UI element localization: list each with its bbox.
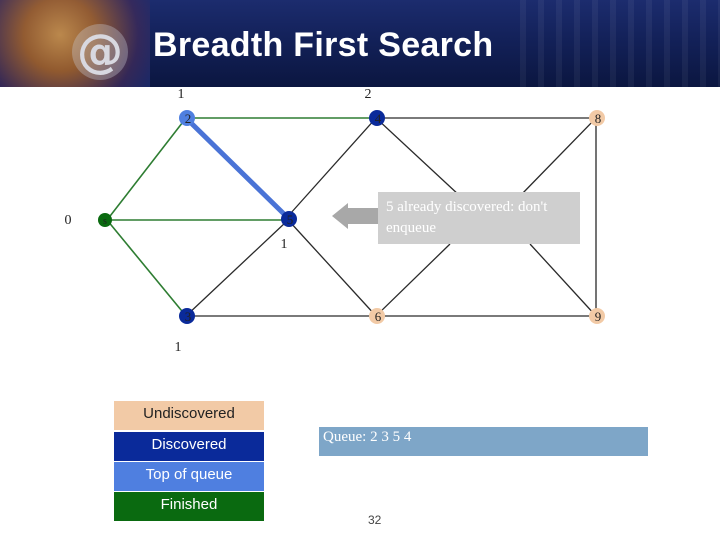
node-4: [369, 110, 385, 126]
distance-labels: 0 1 2 1 1: [65, 87, 372, 355]
node-3-label: 3: [185, 309, 192, 324]
page-number: 32: [368, 513, 382, 527]
legend-discovered: Discovered: [114, 432, 264, 461]
node-2-label: 2: [185, 111, 192, 126]
edge-s-2: [106, 117, 187, 221]
header-photo: [0, 0, 150, 87]
distance-4: 2: [365, 87, 372, 102]
callout-arrow: [332, 203, 378, 229]
edge-4-5: [289, 117, 377, 215]
distance-s: 0: [65, 213, 72, 228]
legend-finished: Finished: [114, 492, 264, 521]
edge-4-callout: [375, 117, 461, 197]
at-sign-logo-icon: @: [72, 24, 128, 80]
queue-status: Queue: 2 3 5 4: [319, 427, 648, 456]
distance-2: 1: [178, 87, 185, 102]
header-banner: @ Breadth First Search: [0, 0, 720, 87]
node-s-label: s: [103, 216, 107, 227]
graph-nodes: s 2 3 4 5 6 8 9: [98, 110, 605, 324]
edge-s-3: [106, 219, 187, 317]
svg-text:@: @: [77, 24, 123, 78]
node-3: [179, 308, 195, 324]
header-texture: [520, 0, 720, 87]
node-8: [589, 110, 605, 126]
node-9-label: 9: [595, 309, 602, 324]
node-5: [281, 211, 297, 227]
edge-8-callout: [519, 117, 597, 197]
edge-callout-9: [529, 243, 597, 317]
node-5-label: 5: [287, 212, 294, 227]
callout-note: 5 already discovered: don't enqueue: [378, 192, 580, 244]
edge-2-5: [186, 118, 286, 216]
node-2: [179, 110, 195, 126]
node-6: [369, 308, 385, 324]
edge-5-6: [289, 221, 377, 317]
node-6-label: 6: [375, 309, 382, 324]
node-9: [589, 308, 605, 324]
node-4-label: 4: [375, 111, 382, 126]
node-8-label: 8: [595, 111, 602, 126]
graph-edges: [106, 117, 597, 317]
page-title: Breadth First Search: [153, 26, 494, 64]
distance-5: 1: [281, 237, 288, 252]
legend-top-of-queue: Top of queue: [114, 462, 264, 491]
node-s: [98, 213, 112, 227]
edge-3-5: [185, 221, 287, 317]
edge-callout-6: [375, 243, 451, 317]
legend-undiscovered: Undiscovered: [114, 401, 264, 430]
distance-3: 1: [175, 340, 182, 355]
